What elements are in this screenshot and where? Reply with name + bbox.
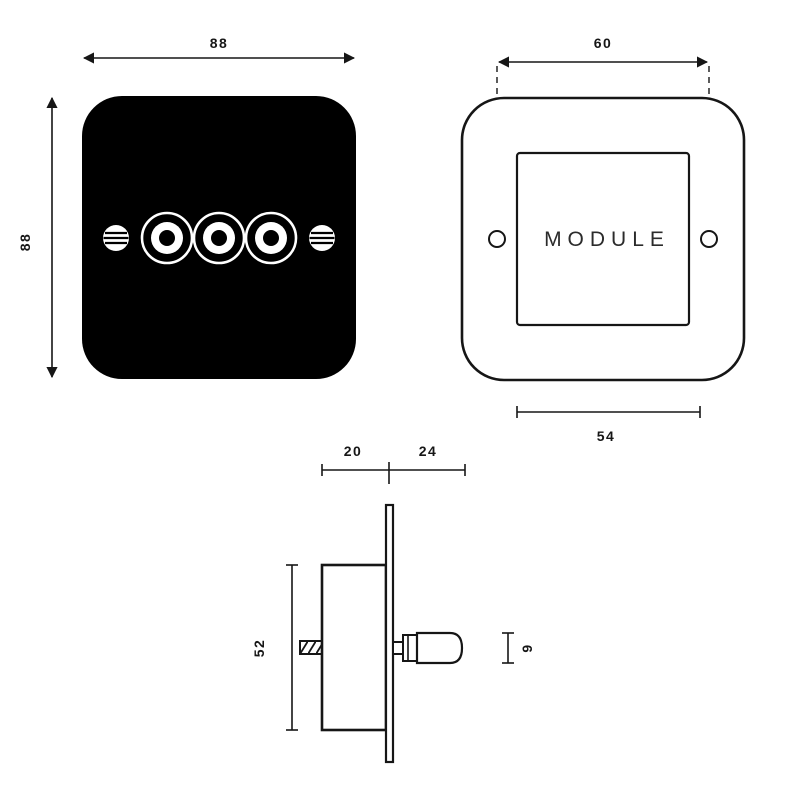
toggle-switch-1[interactable]	[140, 211, 194, 265]
back-view: 60 MODULE 54	[460, 35, 746, 444]
side-view: 20 24 52	[251, 443, 535, 764]
dim-screw-spacing-label: 60	[594, 35, 613, 51]
dim-front-height: 88	[17, 96, 58, 379]
screw-right	[309, 225, 335, 251]
dim-screw-spacing: 60	[497, 35, 709, 68]
dim-module-width: 54	[516, 406, 701, 444]
toggle-neck	[392, 641, 404, 655]
screw-hole-left	[488, 230, 506, 248]
toggle-switch-2[interactable]	[192, 211, 246, 265]
toggle-3-center	[263, 230, 279, 246]
toggle-side-profile	[392, 631, 464, 665]
dim-front-width: 88	[82, 35, 356, 64]
mounting-box	[320, 563, 388, 732]
toggle-2-ring	[192, 211, 246, 265]
module-recess	[515, 151, 691, 327]
toggle-2-center	[211, 230, 227, 246]
toggle-1-center	[159, 230, 175, 246]
toggle-switch-3[interactable]	[244, 211, 298, 265]
module-label: MODULE	[544, 228, 670, 251]
dim-depths: 20 24	[321, 443, 466, 484]
dim-front-height-label: 88	[17, 233, 33, 252]
toggle-body	[415, 631, 464, 665]
front-view: 88 88	[17, 35, 356, 379]
dim-front-width-label: 88	[210, 35, 229, 51]
screw-hole-right	[700, 230, 718, 248]
dim-module-width-label: 54	[597, 428, 616, 444]
dim-toggle-diameter: 9	[502, 632, 535, 664]
plate-side-profile	[384, 503, 395, 764]
dim-toggle-depth-label: 24	[419, 443, 438, 459]
dim-box-height: 52	[251, 564, 298, 731]
toggle-collar	[402, 634, 418, 662]
dim-box-height-label: 52	[251, 639, 267, 658]
dim-box-depth-label: 20	[344, 443, 363, 459]
toggle-1-ring	[140, 211, 194, 265]
dim-toggle-diameter-label: 9	[519, 643, 535, 652]
toggle-3-ring	[244, 211, 298, 265]
screw-left	[103, 225, 129, 251]
